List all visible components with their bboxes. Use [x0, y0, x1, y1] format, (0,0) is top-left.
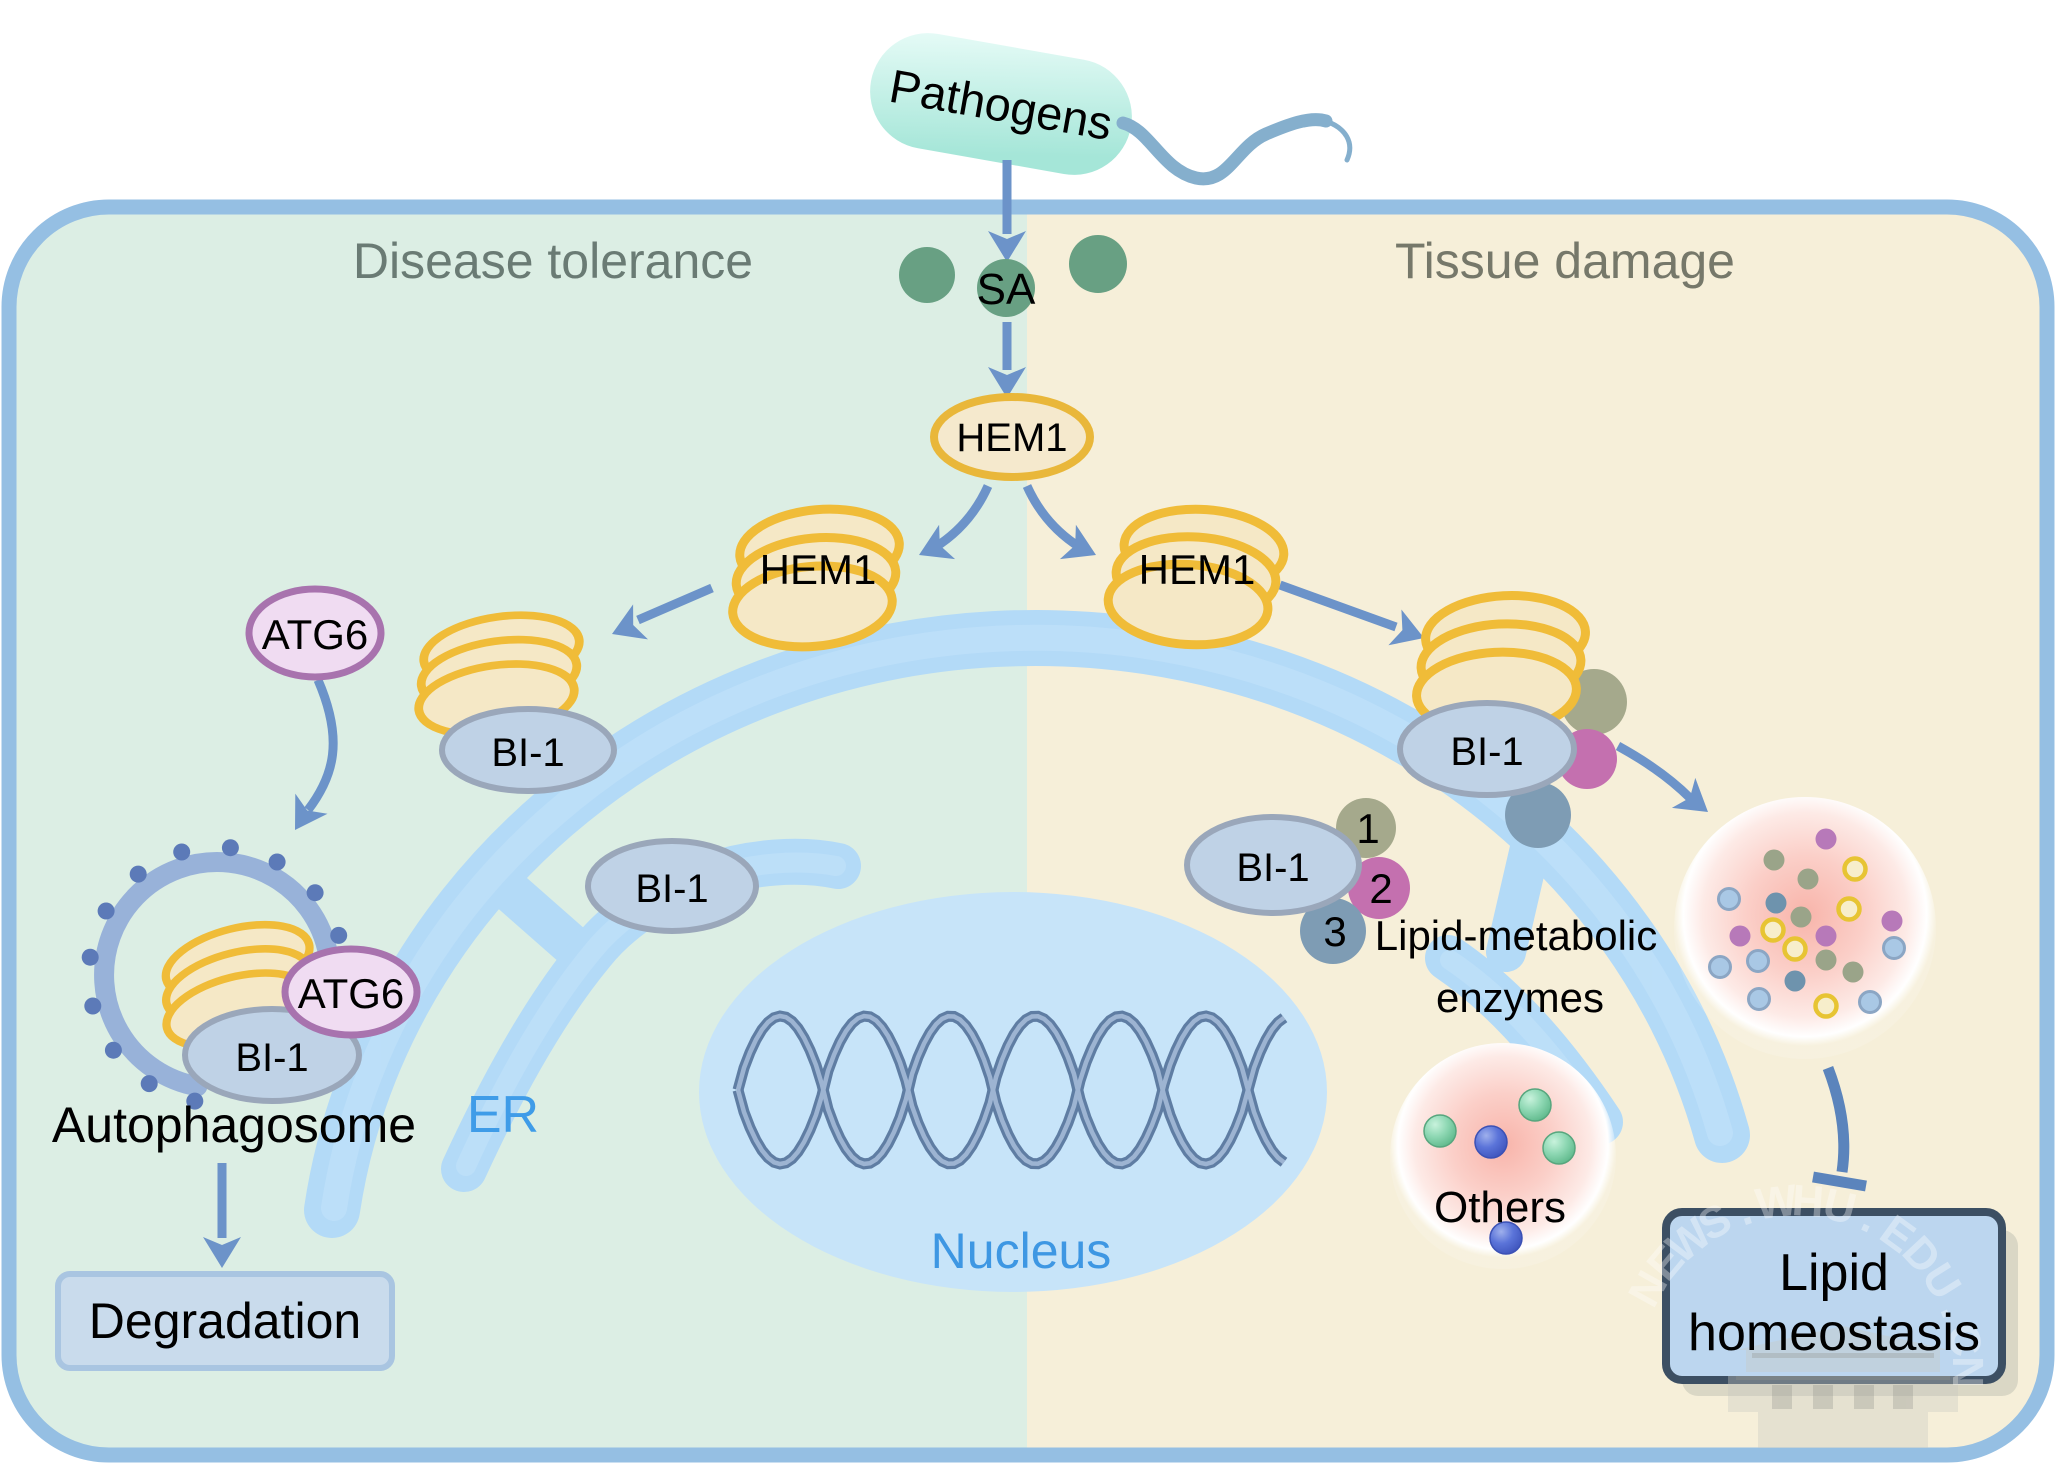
svg-text:ATG6: ATG6	[262, 611, 369, 658]
svg-text:BI-1: BI-1	[491, 731, 564, 775]
svg-text:2: 2	[1369, 865, 1392, 912]
svg-text:BI-1: BI-1	[1450, 730, 1523, 774]
svg-text:BI-1: BI-1	[235, 1036, 308, 1080]
svg-text:Others: Others	[1434, 1183, 1566, 1232]
svg-text:Degradation: Degradation	[89, 1293, 361, 1349]
svg-text:1: 1	[1356, 805, 1379, 852]
svg-text:enzymes: enzymes	[1436, 974, 1604, 1021]
svg-text:Lipid-metabolic: Lipid-metabolic	[1375, 912, 1657, 959]
svg-text:HEM1: HEM1	[760, 546, 877, 593]
svg-text:BI-1: BI-1	[1236, 846, 1309, 890]
svg-text:HEM1: HEM1	[956, 416, 1067, 460]
svg-text:ER: ER	[467, 1086, 539, 1144]
svg-text:3: 3	[1323, 908, 1346, 955]
svg-text:BI-1: BI-1	[635, 867, 708, 911]
svg-text:HEM1: HEM1	[1139, 546, 1256, 593]
svg-text:H: H	[1790, 1176, 1825, 1227]
svg-text:Nucleus: Nucleus	[931, 1223, 1112, 1279]
svg-text:Tissue damage: Tissue damage	[1395, 233, 1735, 289]
svg-text:N: N	[1943, 1356, 1992, 1388]
svg-text:W: W	[1753, 1176, 1801, 1230]
svg-text:SA: SA	[977, 265, 1036, 314]
svg-text:Lipid: Lipid	[1779, 1244, 1889, 1302]
svg-text:Autophagosome: Autophagosome	[52, 1097, 416, 1153]
svg-text:Disease tolerance: Disease tolerance	[353, 233, 753, 289]
svg-text:ATG6: ATG6	[298, 970, 405, 1017]
svg-text:homeostasis: homeostasis	[1688, 1304, 1980, 1362]
